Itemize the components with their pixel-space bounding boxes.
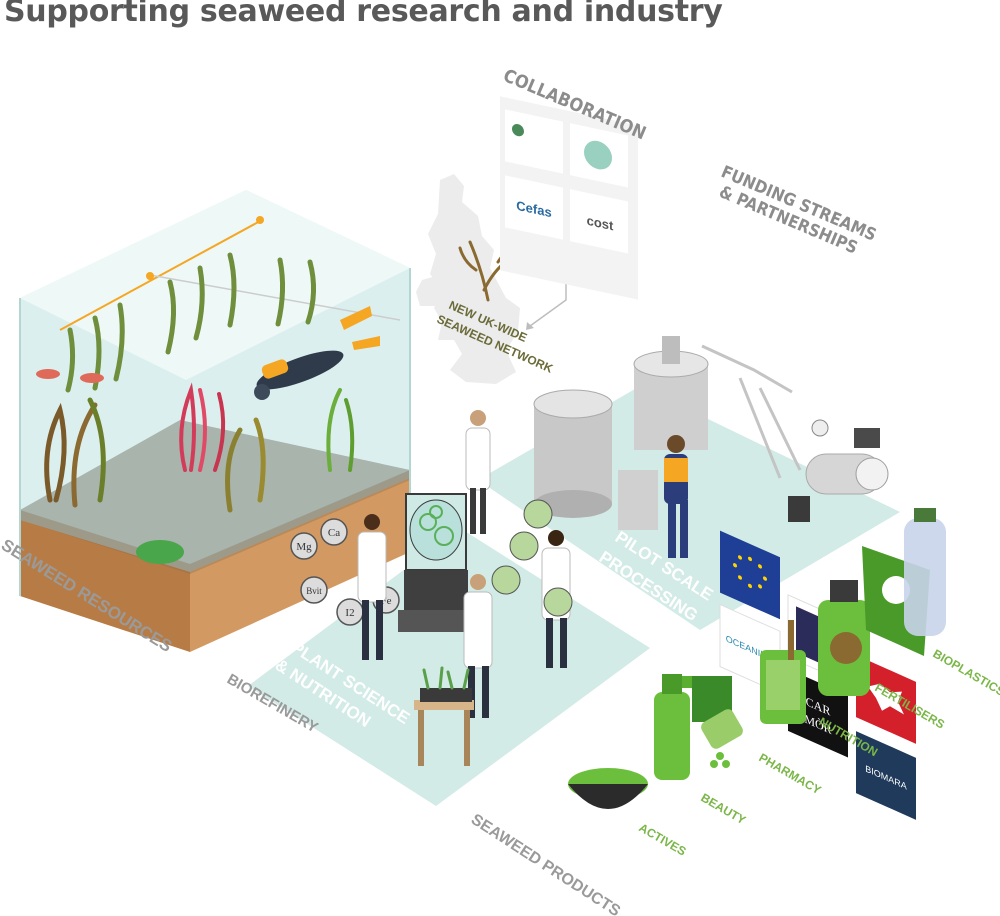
- diver-icon: [254, 306, 380, 400]
- svg-text:Mg: Mg: [296, 541, 312, 553]
- worker-icon: [664, 435, 688, 558]
- aquarium: Mg Ca Bvit Fe I2: [19, 190, 411, 652]
- mineral-i2: I2: [336, 598, 364, 626]
- products: [568, 508, 946, 809]
- collaboration-panel: Cefas cost: [500, 96, 638, 300]
- logo-eu: [720, 530, 780, 620]
- svg-text:Ca: Ca: [328, 527, 340, 539]
- product-label-beauty: BEAUTY: [699, 790, 749, 827]
- product-label-pharmacy: PHARMACY: [757, 750, 824, 797]
- zone-seaweed-products: SEAWEED PRODUCTS: [468, 811, 624, 916]
- mineral-bvit: Bvit: [300, 576, 328, 604]
- mineral-mg: Mg: [290, 532, 318, 560]
- logo-cost: [570, 189, 628, 254]
- svg-text:Fe: Fe: [381, 595, 392, 607]
- product-label-actives: ACTIVES: [637, 820, 689, 858]
- mineral-ca: Ca: [320, 518, 348, 546]
- pilot-equipment: [533, 336, 889, 558]
- extruder-machine: [788, 419, 889, 522]
- page-title: Supporting seaweed research and industry: [4, 0, 723, 29]
- logo-biomara: [856, 731, 916, 820]
- fertiliser-bottle-icon: [818, 580, 870, 696]
- mineral-bubbles: Mg Ca Bvit Fe I2: [290, 518, 400, 626]
- beauty-bottle-icon: [654, 674, 732, 780]
- bioplastics-bag-icon: [862, 508, 946, 656]
- scientist-icon-1: [465, 410, 491, 534]
- scientist-icon-2: [357, 514, 387, 660]
- svg-text:I2: I2: [345, 607, 354, 619]
- uk-map: [416, 174, 567, 384]
- product-label-bioplastics: BIOPLASTICS: [931, 646, 1000, 698]
- svg-text:Bvit: Bvit: [306, 586, 322, 596]
- actives-bowl-icon: [568, 768, 648, 809]
- logo-cost-text: cost: [587, 213, 614, 234]
- pharmacy-pills-icon: [701, 709, 743, 768]
- lab-area: [357, 410, 573, 766]
- fish-icon: [36, 369, 104, 383]
- nutrition-cup-icon: [760, 620, 806, 724]
- logo-cefas: [505, 175, 563, 240]
